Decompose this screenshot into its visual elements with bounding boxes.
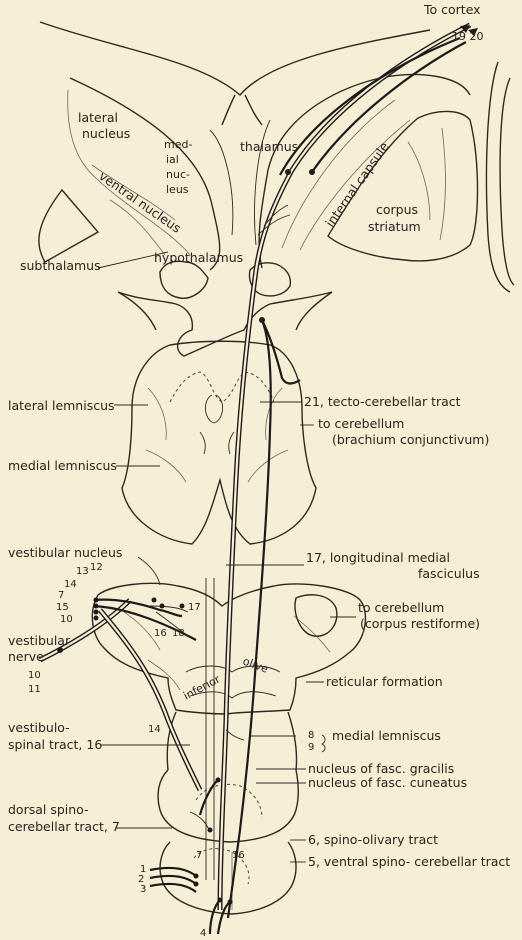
gracilis-label: nucleus of fasc. gracilis: [308, 761, 454, 776]
medial-nucleus-label-2: ial: [166, 153, 179, 166]
tract-number: 10: [60, 614, 73, 625]
to-cortex-label: To cortex: [423, 2, 481, 17]
brachium-conjunctivum-label: (brachium conjunctivum): [332, 432, 489, 447]
medial-lemniscus-label: medial lemniscus: [8, 458, 117, 473]
tract-number: 12: [90, 562, 103, 573]
labels: To cortex 19 20 lateral nucleus med- ial…: [8, 2, 510, 869]
corpus-striatum-label-2: striatum: [368, 219, 421, 234]
longitudinal-fasciculus-label-2: fasciculus: [418, 566, 480, 581]
tract-number: 3: [140, 884, 146, 895]
dorsal-spino-cerebellar-label-2: cerebellar tract, 7: [8, 819, 120, 834]
tract-number: 14: [148, 724, 161, 735]
tract-number: 9: [308, 742, 314, 753]
reticular-formation-label: reticular formation: [326, 674, 443, 689]
tract-number: 16: [154, 628, 167, 639]
vestibulo-spinal-label-2: spinal tract, 16: [8, 737, 102, 752]
tract-number: 11: [28, 684, 41, 695]
tract-number: 15: [56, 602, 69, 613]
to-cerebellum-label-2: to cerebellum: [358, 600, 444, 615]
medial-nucleus-label-3: nuc-: [166, 168, 190, 181]
vestibular-nucleus-label: vestibular nucleus: [8, 545, 122, 560]
tract-number: 8: [308, 730, 314, 741]
lateral-lemniscus-label: lateral lemniscus: [8, 398, 115, 413]
medial-lemniscus-lower-label: medial lemniscus: [332, 728, 441, 743]
vestibular-nerve-label: vestibular: [8, 633, 71, 648]
dorsal-spino-cerebellar-label: dorsal spino-: [8, 802, 89, 817]
spino-olivary-label: 6, spino-olivary tract: [308, 832, 438, 847]
tract-number: 18: [172, 628, 185, 639]
medial-nucleus-label-4: leus: [166, 183, 189, 196]
tract-number: 13: [76, 566, 89, 577]
tract-number: 14: [64, 579, 77, 590]
tract-number: 17: [188, 602, 201, 613]
vestibulo-spinal-label: vestibulo-: [8, 720, 70, 735]
thalamus-label: thalamus: [240, 139, 298, 154]
vestibular-nerve-label-2: nerve: [8, 649, 44, 664]
longitudinal-fasciculus-label: 17, longitudinal medial: [306, 550, 450, 565]
tract-number: 7: [196, 850, 202, 861]
tecto-cerebellar-label: 21, tecto-cerebellar tract: [304, 394, 461, 409]
tract-number: 7: [58, 590, 64, 601]
to-cerebellum-label: to cerebellum: [318, 416, 404, 431]
subthalamus-label: subthalamus: [20, 258, 101, 273]
corpus-striatum-label: corpus: [376, 202, 418, 217]
lateral-nucleus-label: lateral: [78, 110, 118, 125]
tract-number: 4: [200, 928, 206, 939]
midbrain-section: [118, 292, 332, 544]
inferior-label: inferior: [181, 672, 222, 702]
hypothalamus-label: hypothalamus: [154, 250, 243, 265]
cuneatus-label: nucleus of fasc. cuneatus: [308, 775, 467, 790]
to-cortex-numbers: 19 20: [452, 30, 484, 43]
corpus-restiforme-label: (corpus restiforme): [360, 616, 480, 631]
tract-number: 10: [28, 670, 41, 681]
diencephalon-outline: [39, 22, 514, 298]
medial-nucleus-label: med-: [164, 138, 192, 151]
tract-number: 16: [232, 850, 245, 861]
ventral-spino-cerebellar-label: 5, ventral spino- cerebellar tract: [308, 854, 510, 869]
lateral-nucleus-label-2: nucleus: [82, 126, 130, 141]
